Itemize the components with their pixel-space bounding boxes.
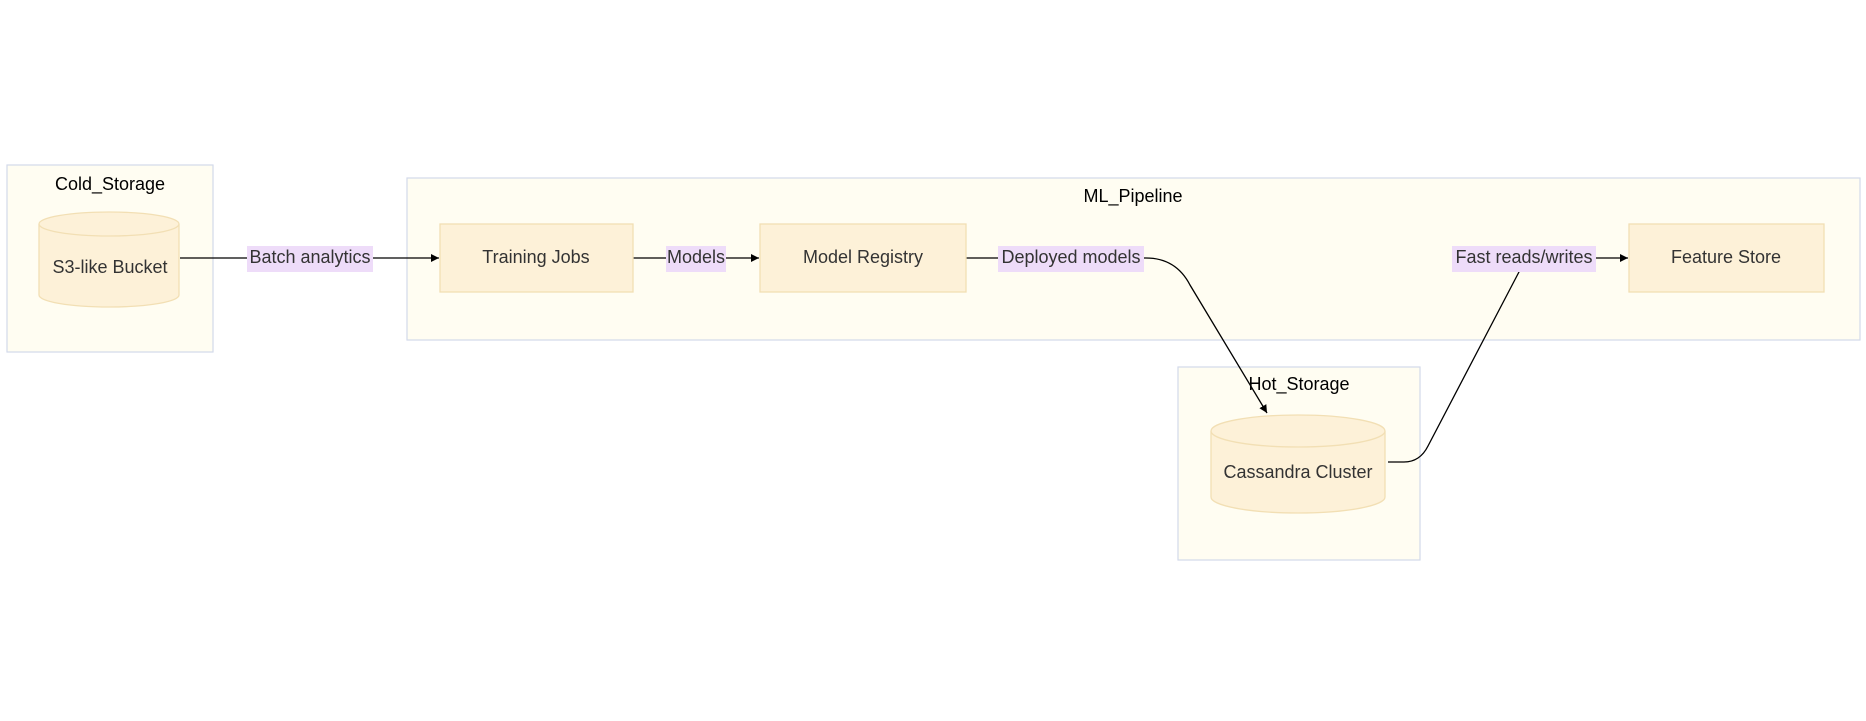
- cluster-title-hot-storage: Hot_Storage: [1248, 374, 1349, 395]
- node-s3-bucket: S3-like Bucket: [38, 211, 180, 308]
- node-feature-store: Feature Store: [1628, 223, 1825, 293]
- edge-label-deployed-models-group: Deployed models: [998, 246, 1144, 272]
- edge-label-batch-analytics: Batch analytics: [249, 247, 370, 267]
- edge-label-fast-reads-writes: Fast reads/writes: [1455, 247, 1592, 267]
- edge-deployed-models: [966, 257, 1268, 414]
- node-label-cassandra-cluster: Cassandra Cluster: [1223, 462, 1372, 482]
- node-label-model-registry: Model Registry: [803, 247, 923, 267]
- edge-label-fast-reads-writes-group: Fast reads/writes: [1452, 246, 1596, 272]
- node-label-training-jobs: Training Jobs: [482, 247, 589, 267]
- edge-label-models: Models: [667, 247, 725, 267]
- node-label-feature-store: Feature Store: [1671, 247, 1781, 267]
- node-model-registry: Model Registry: [759, 223, 967, 293]
- node-cassandra-cluster: Cassandra Cluster: [1210, 414, 1386, 514]
- cluster-ml-pipeline: ML_Pipeline: [406, 177, 1861, 341]
- edge-label-models-group: Models: [666, 246, 726, 272]
- cluster-title-cold-storage: Cold_Storage: [55, 174, 165, 195]
- edge-label-deployed-models: Deployed models: [1001, 247, 1140, 267]
- edge-label-batch-analytics-group: Batch analytics: [247, 246, 373, 272]
- cluster-title-ml-pipeline: ML_Pipeline: [1083, 186, 1182, 207]
- node-training-jobs: Training Jobs: [439, 223, 634, 293]
- node-label-s3-bucket: S3-like Bucket: [52, 257, 167, 277]
